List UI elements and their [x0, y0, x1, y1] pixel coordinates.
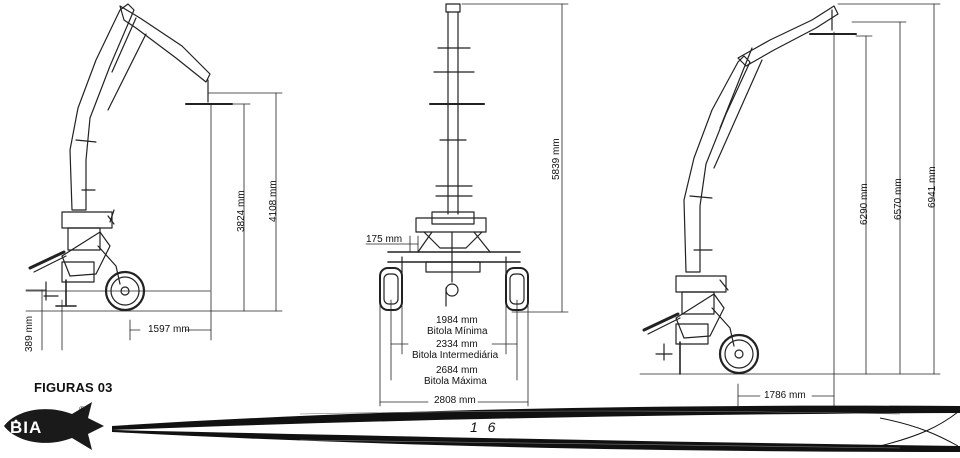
right-dimension-lines — [737, 3, 941, 407]
left-dimension-lines — [25, 92, 283, 351]
overall-width-label: 2808 mm — [434, 395, 476, 406]
figure-caption: FIGURAS 03 — [34, 380, 113, 395]
bia-fish-logo — [4, 402, 104, 450]
gauge-mid-value: 2334 mm — [436, 339, 478, 350]
center-offset-label: 175 mm — [366, 234, 403, 245]
footer-band — [112, 405, 960, 452]
right-height-b-label: 6570 mm — [893, 178, 904, 220]
right-crane-view — [639, 5, 941, 375]
center-front-view — [379, 3, 529, 311]
page-number: 1 6 — [470, 419, 499, 435]
left-crane-view — [25, 3, 233, 312]
brand-name: BIA — [10, 418, 43, 437]
gauge-mid-label: Bitola Intermediária — [412, 350, 499, 361]
right-reach-label: 1786 mm — [764, 390, 806, 401]
left-reach-label: 1597 mm — [148, 324, 190, 335]
center-dimension-lines — [365, 3, 569, 407]
left-ground-clearance-label: 389 mm — [24, 315, 35, 352]
center-height-label: 5839 mm — [551, 138, 562, 180]
gauge-max-value: 2684 mm — [436, 365, 478, 376]
right-height-c-label: 6941 mm — [927, 166, 938, 208]
left-height-b-label: 4108 mm — [268, 180, 279, 222]
gauge-min-value: 1984 mm — [436, 315, 478, 326]
gauge-max-label: Bitola Máxima — [424, 376, 487, 387]
gauge-min-label: Bitola Mínima — [427, 326, 488, 337]
left-height-a-label: 3824 mm — [236, 190, 247, 232]
right-height-a-label: 6290 mm — [859, 183, 870, 225]
registered-mark: ® — [79, 405, 85, 414]
